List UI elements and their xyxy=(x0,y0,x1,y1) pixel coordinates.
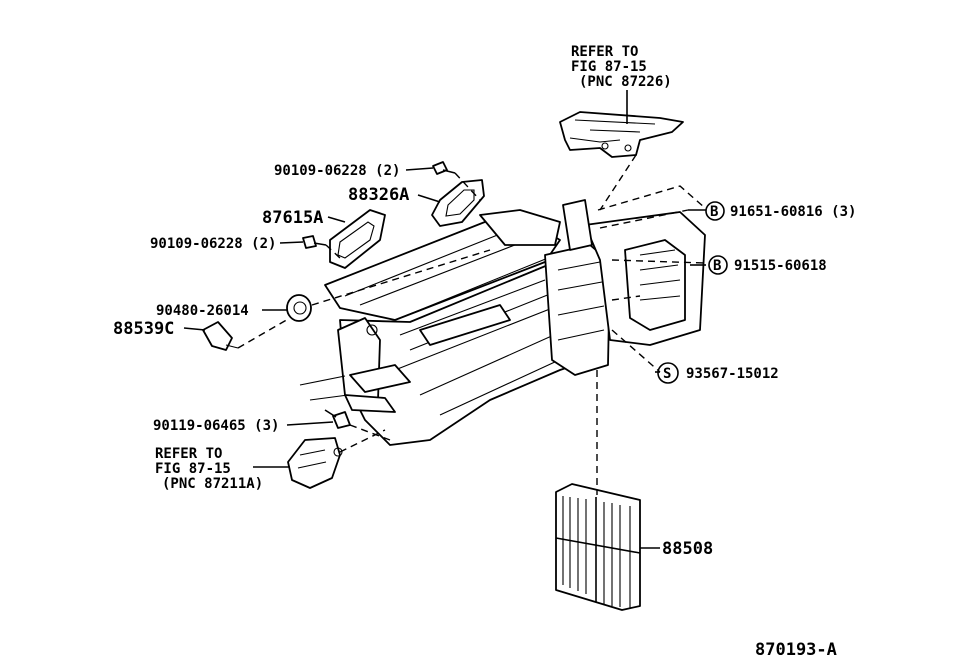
screw-90109-left xyxy=(302,235,327,249)
screw-90109-top xyxy=(432,161,456,175)
marker-b-1: B xyxy=(710,204,718,220)
refer-bottom-line3: (PNC 87211A) xyxy=(162,476,263,492)
refer-top-line2: FIG 87-15 xyxy=(571,59,647,75)
part-label-p4: 90109-06228 (2) xyxy=(150,236,276,252)
refer-bottom-line1: REFER TO xyxy=(155,446,222,462)
marker-s-circle xyxy=(657,362,679,384)
part-label-p2: 88326A xyxy=(348,185,409,205)
refer-top-line3: (PNC 87226) xyxy=(579,74,672,90)
part-label-p6: 88539C xyxy=(113,319,174,339)
gasket-87615a xyxy=(329,209,386,269)
assembly-dash-lines xyxy=(237,154,706,495)
bracket-bottom-drawing xyxy=(287,437,343,489)
part-label-p11: 88508 xyxy=(662,539,713,559)
filter-88508 xyxy=(555,483,641,611)
part-label-p8: 91651-60816 (3) xyxy=(730,204,856,220)
marker-s: S xyxy=(663,366,671,382)
leader-lines xyxy=(183,167,706,549)
refer-top-line1: REFER TO xyxy=(571,44,638,60)
part-label-p3: 87615A xyxy=(262,208,323,228)
screw-90119 xyxy=(324,409,351,429)
marker-b-circle-2 xyxy=(708,255,728,275)
part-label-p5: 90480-26014 xyxy=(156,303,249,319)
bracket-top-drawing xyxy=(559,111,684,158)
main-unit-housing xyxy=(299,199,706,446)
gasket-88326a xyxy=(431,179,485,227)
part-label-p7: 90119-06465 (3) xyxy=(153,418,279,434)
grommet-90480 xyxy=(286,294,312,322)
marker-b-2: B xyxy=(713,258,721,274)
part-label-p10: 93567-15012 xyxy=(686,366,779,382)
figure-code: 870193-A xyxy=(755,640,837,660)
marker-b-circle-1 xyxy=(705,201,725,221)
part-label-p1: 90109-06228 (2) xyxy=(274,163,400,179)
refer-bottom-line2: FIG 87-15 xyxy=(155,461,231,477)
clip-88539c xyxy=(202,321,239,351)
part-label-p9: 91515-60618 xyxy=(734,258,827,274)
